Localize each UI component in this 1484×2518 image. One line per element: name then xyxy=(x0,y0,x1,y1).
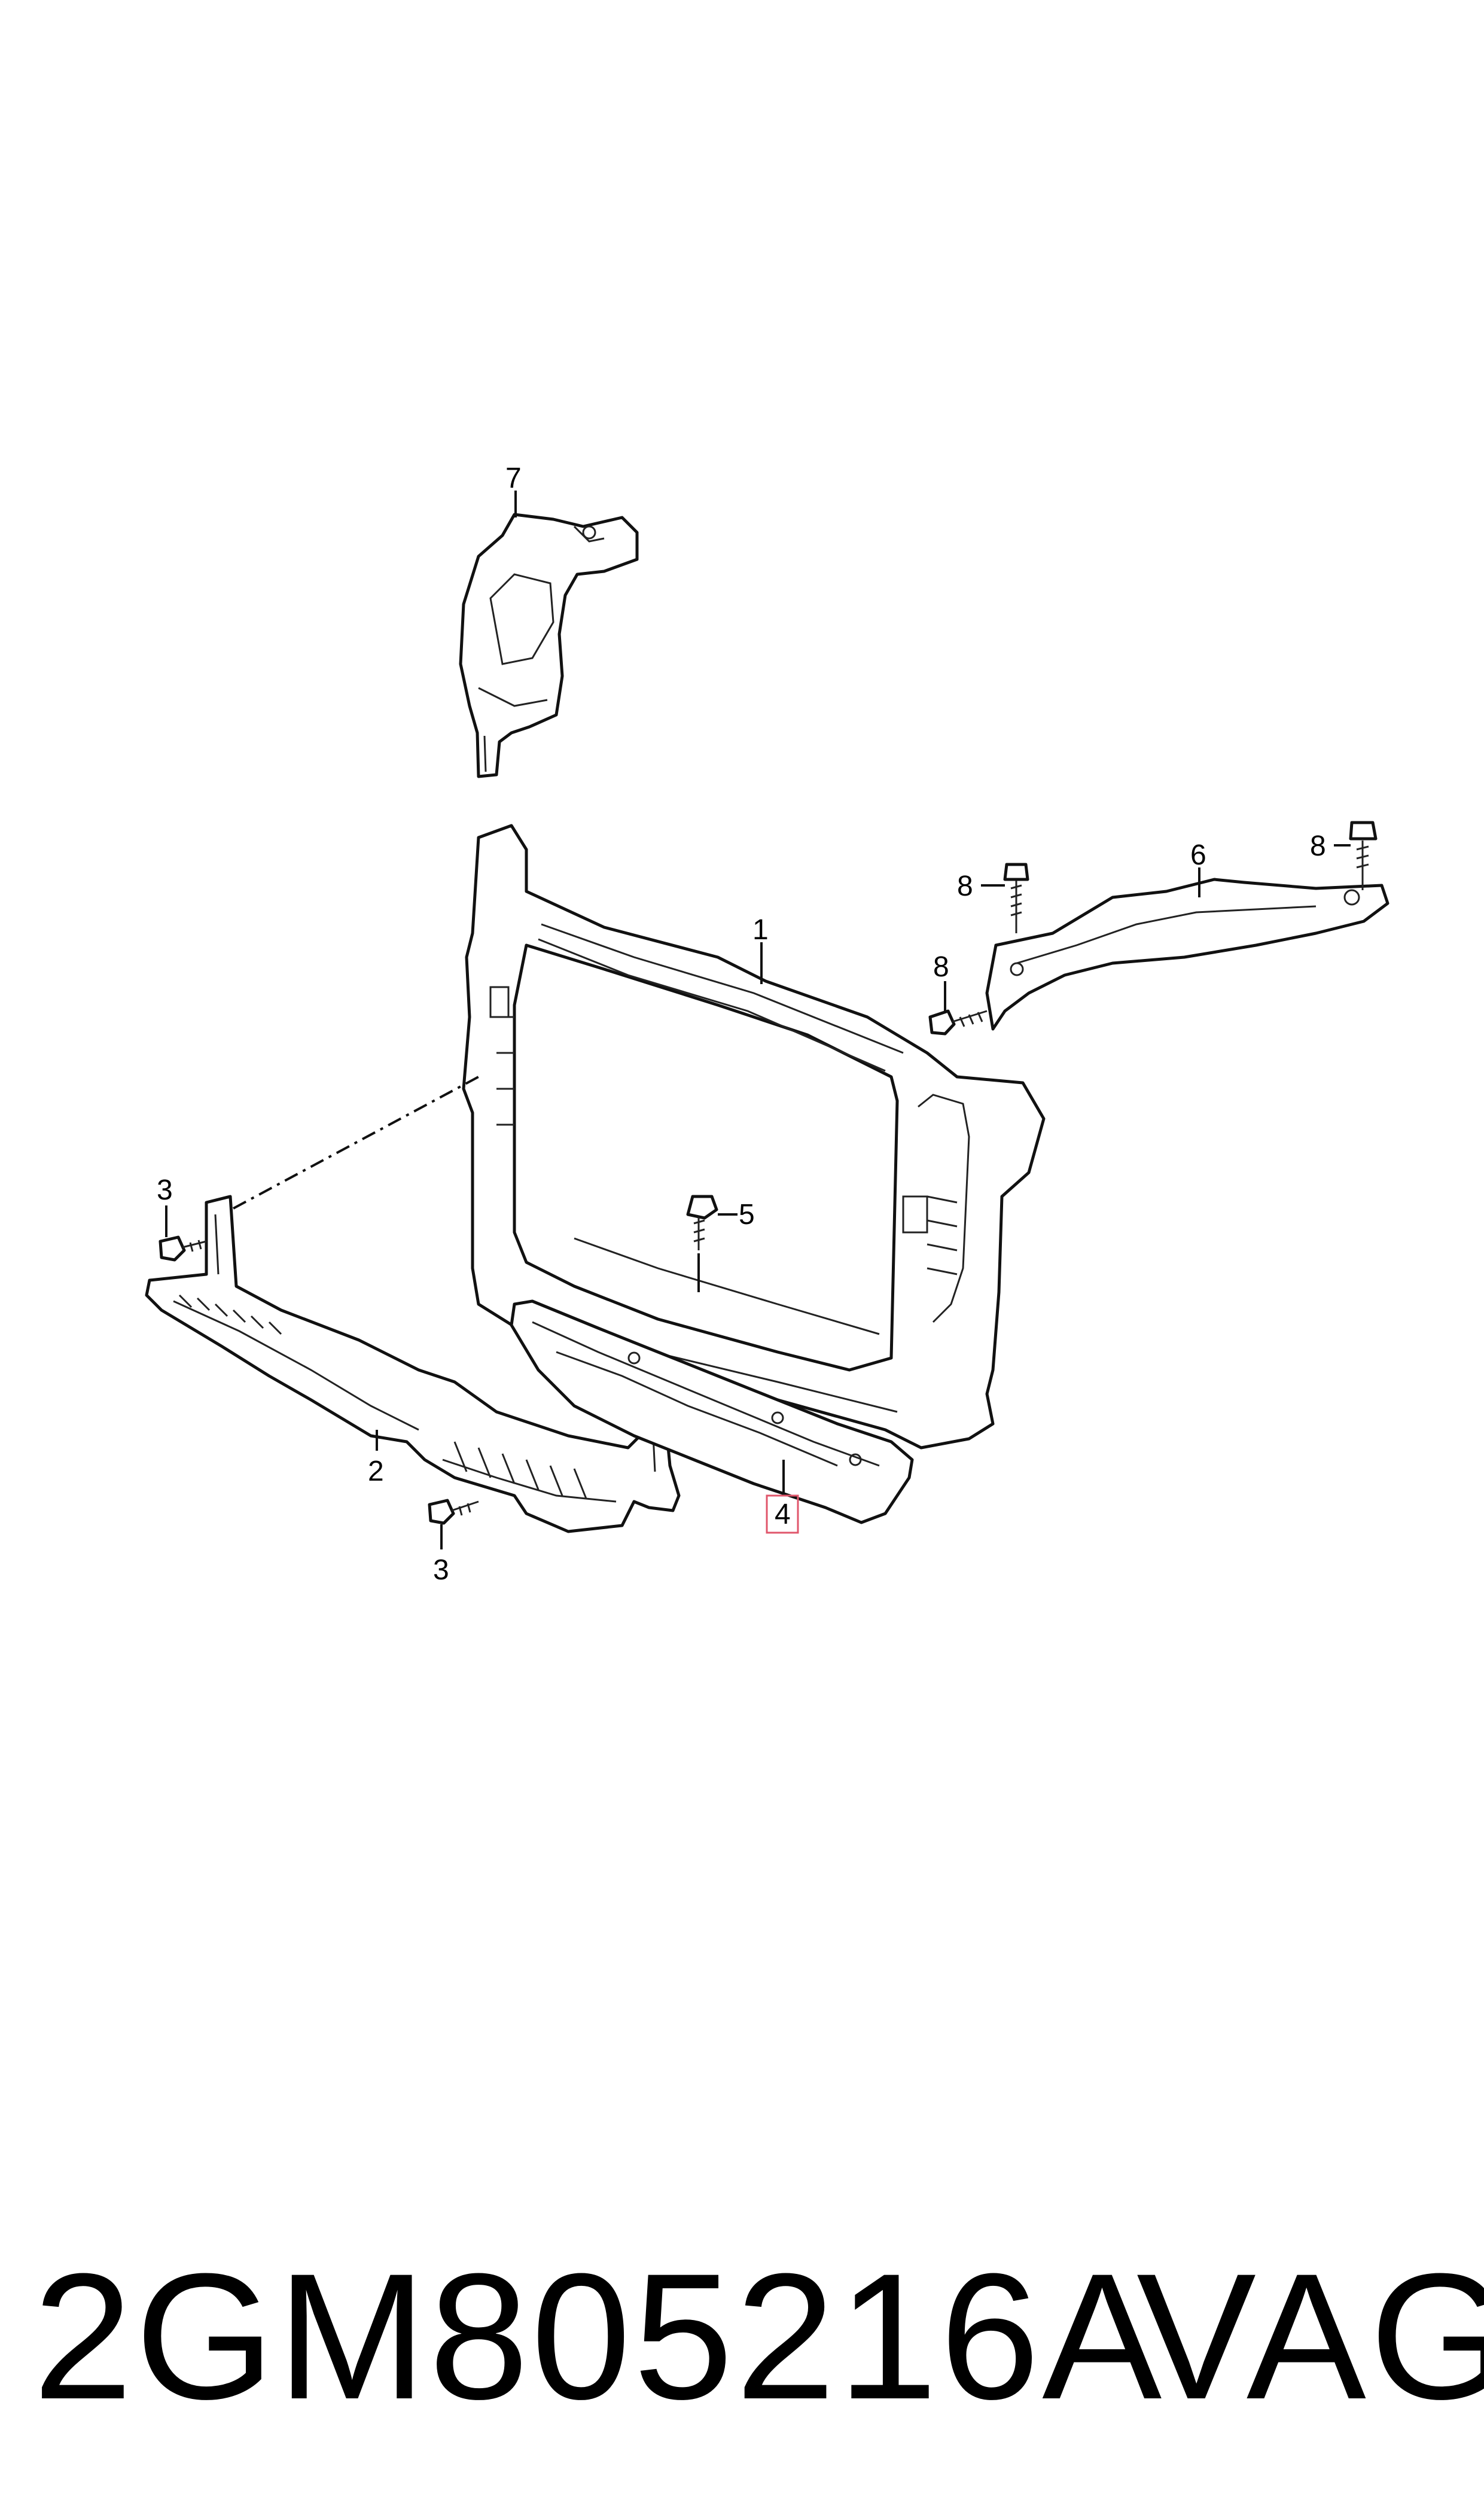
part-8-bolt-left-top xyxy=(1003,863,1029,933)
callout-6: 6 xyxy=(1190,839,1206,871)
part-5-bolt xyxy=(686,1195,718,1250)
part-8-bolt-right xyxy=(1349,821,1378,890)
part-3-bolt-left xyxy=(159,1235,207,1262)
brand-label: VAG xyxy=(1136,2236,1484,2437)
part-8-bolt-left-bottom xyxy=(928,1009,988,1036)
callout-3-b: 3 xyxy=(433,1554,449,1586)
part-7-upper-bracket xyxy=(459,513,639,778)
part-4-lower-crossmember xyxy=(510,1299,914,1524)
part-1-radiator-support xyxy=(462,824,1046,1450)
callout-3-a: 3 xyxy=(157,1174,173,1206)
part-3-bolt-bottom xyxy=(428,1499,479,1525)
callout-8-b: 8 xyxy=(933,951,949,983)
callout-2: 2 xyxy=(368,1456,384,1487)
part-number: 2GM805216A xyxy=(33,2236,1165,2437)
callout-4: 4 xyxy=(775,1499,791,1530)
alignment-line xyxy=(233,1076,479,1210)
callout-7: 7 xyxy=(505,462,522,494)
callout-8-a: 8 xyxy=(957,870,973,902)
callout-1: 1 xyxy=(752,914,769,946)
callout-5: 5 xyxy=(739,1199,755,1231)
callout-8-c: 8 xyxy=(1310,830,1326,862)
part-6-side-bracket xyxy=(985,878,1389,1031)
callout-4-highlight-box xyxy=(766,1494,799,1534)
